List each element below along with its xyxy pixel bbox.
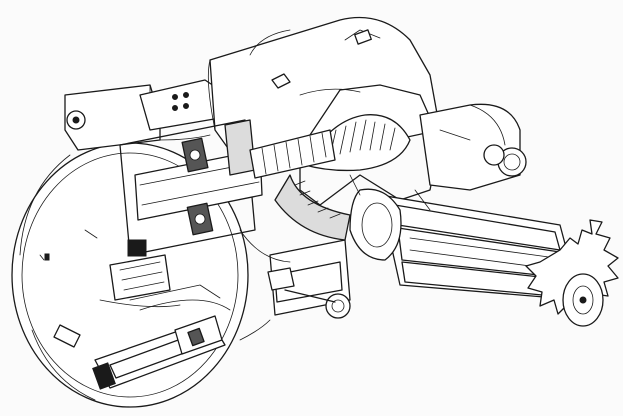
terminal-box [139,79,221,131]
lower-plate [267,239,351,319]
seal-ring [224,119,256,176]
actuator-end-cap [92,362,116,390]
housing-bolt [271,73,291,89]
actuator [53,284,231,390]
outline-details [99,129,471,341]
output-housing [419,103,527,191]
coupling-block [127,239,147,257]
output-shaft [349,188,581,301]
vent-plug [354,29,372,45]
gear-teeth-sector [274,174,351,241]
worm-shaft [249,129,336,179]
lower-bolt-head [267,267,295,291]
disc-mark [44,253,50,261]
sprocket [525,219,619,327]
lower-nut [325,293,351,319]
worm-wheel [274,84,441,241]
disc-slot [53,324,81,348]
coupling-hub [109,254,171,301]
input-shaft-section [109,119,263,301]
